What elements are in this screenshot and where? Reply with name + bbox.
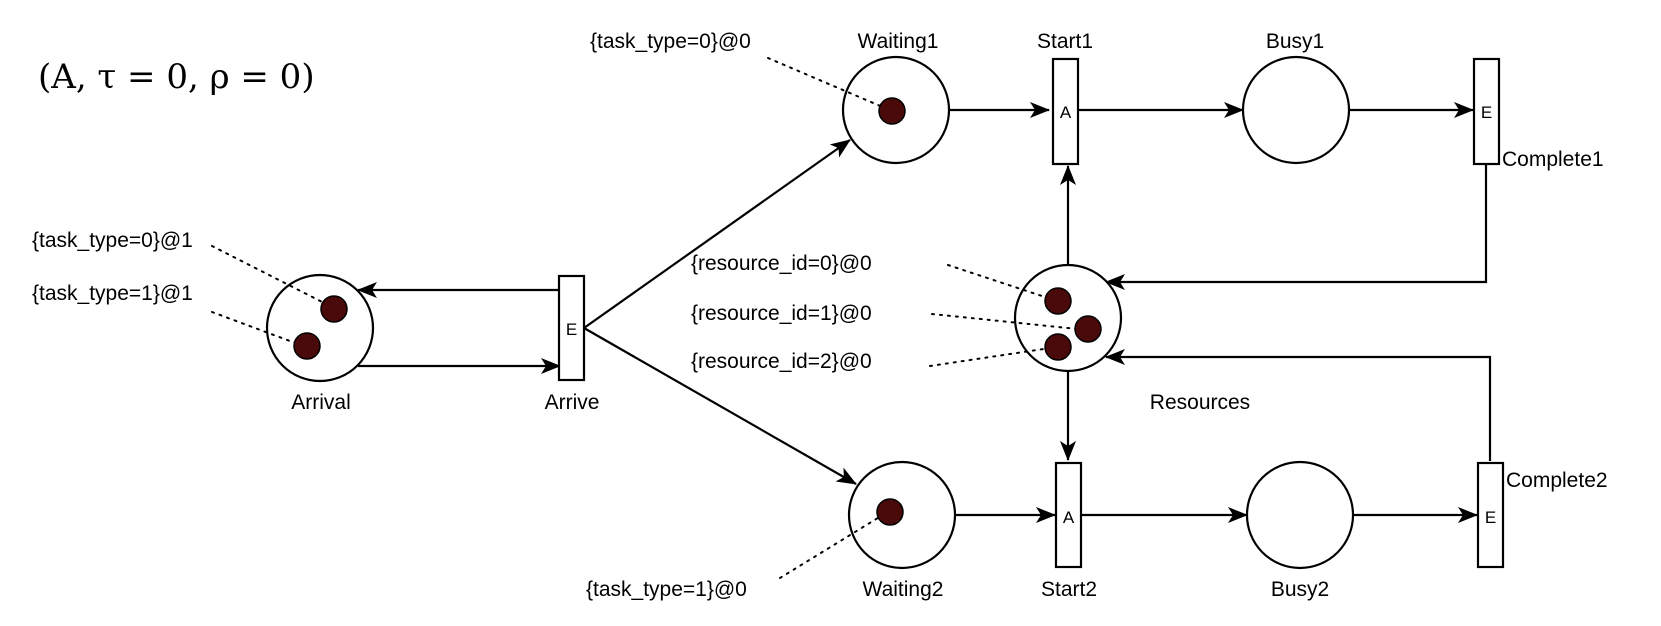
leader-resource-1	[931, 313, 1088, 331]
transition-start1	[1051, 57, 1080, 166]
token-label-resource-0: {resource_id=0}@0	[691, 252, 872, 275]
label-arrival: Arrival	[291, 391, 351, 414]
label-start2: Start2	[1041, 578, 1097, 601]
label-complete2: Complete2	[1506, 469, 1608, 492]
transition-start2	[1054, 461, 1083, 569]
transition-complete2	[1476, 461, 1505, 569]
leader-resource-0	[947, 264, 1058, 302]
leader-resource-2	[929, 346, 1058, 367]
token-waiting1-0	[878, 97, 906, 125]
token-leader-lines	[211, 57, 1088, 579]
token-resource-0	[1044, 287, 1072, 315]
token-arrival-0	[320, 295, 348, 323]
label-waiting1: Waiting1	[858, 30, 939, 53]
transition-complete1	[1472, 57, 1501, 166]
token-label-arrival-0: {task_type=0}@1	[32, 229, 193, 252]
token-arrival-1	[293, 332, 321, 360]
token-labels: {task_type=0}@1 {task_type=1}@1 {task_ty…	[32, 30, 872, 601]
transition-start2-type: A	[1063, 508, 1075, 527]
transitions	[557, 57, 1505, 569]
transition-start1-type: A	[1060, 103, 1072, 122]
place-busy2	[1245, 460, 1355, 570]
arcs	[357, 102, 1492, 523]
label-arrive: Arrive	[545, 391, 600, 414]
state-label: (A, τ = 0, ρ = 0)	[38, 57, 315, 97]
label-busy2: Busy2	[1271, 578, 1329, 601]
arc-complete2-to-resources	[1105, 349, 1492, 461]
tokens	[293, 97, 1102, 526]
arc-arrive-to-waiting1	[583, 139, 851, 329]
transition-complete1-type: E	[1481, 103, 1492, 122]
token-label-resource-1: {resource_id=1}@0	[691, 302, 872, 325]
transition-labels: Arrive Start1 Start2 Complete1 Complete2	[545, 30, 1608, 601]
transition-arrive-type: E	[566, 320, 577, 339]
transition-types: E A A E E	[566, 103, 1496, 527]
transition-arrive	[557, 274, 586, 382]
leader-arrival-0	[211, 245, 335, 309]
token-waiting2-0	[876, 498, 904, 526]
label-busy1: Busy1	[1266, 30, 1324, 53]
transition-complete2-type: E	[1485, 508, 1496, 527]
arc-complete1-to-resources	[1105, 164, 1488, 290]
leader-waiting1-0	[767, 57, 893, 112]
token-label-waiting1-0: {task_type=0}@0	[590, 30, 751, 53]
leader-waiting2-0	[779, 512, 887, 579]
place-labels: Arrival Waiting1 Waiting2 Busy1 Busy2 Re…	[291, 30, 1329, 601]
label-waiting2: Waiting2	[863, 578, 944, 601]
label-complete1: Complete1	[1502, 148, 1604, 171]
label-start1: Start1	[1037, 30, 1093, 53]
token-label-arrival-1: {task_type=1}@1	[32, 282, 193, 305]
leader-arrival-1	[211, 311, 307, 348]
token-resource-1	[1074, 315, 1102, 343]
token-label-waiting2-0: {task_type=1}@0	[586, 578, 747, 601]
place-arrival	[265, 273, 375, 383]
label-resources: Resources	[1150, 391, 1250, 414]
place-resources	[1013, 263, 1123, 373]
token-label-resource-2: {resource_id=2}@0	[691, 350, 872, 373]
token-resource-2	[1044, 333, 1072, 361]
arc-arrive-to-waiting2	[583, 327, 857, 485]
place-busy1	[1241, 55, 1351, 165]
